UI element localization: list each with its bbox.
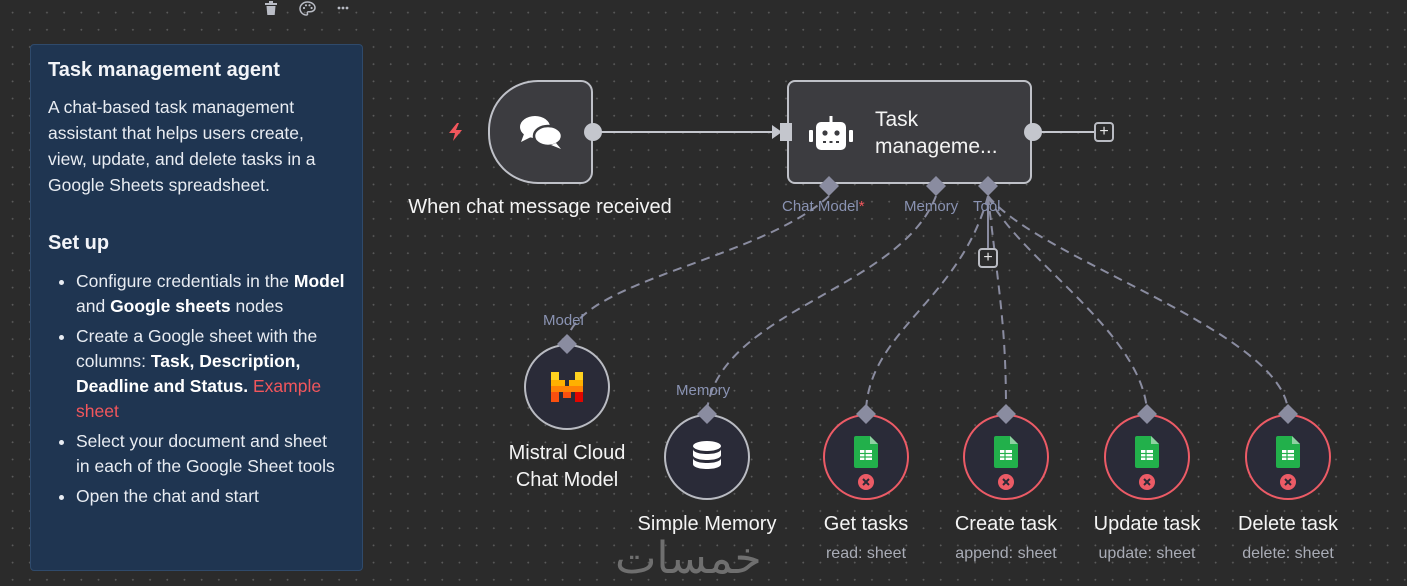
error-icon	[858, 474, 874, 490]
edge-delete-task-to-tool	[987, 195, 1289, 411]
error-icon	[1139, 474, 1155, 490]
google-sheets-icon	[1135, 436, 1159, 468]
add-next-node-button[interactable]: +	[1094, 122, 1114, 142]
trash-icon	[265, 1, 277, 15]
edge-create-task-to-tool	[987, 195, 1007, 411]
google-sheets-icon	[854, 436, 878, 468]
update-task-port[interactable]	[1137, 404, 1157, 424]
sticky-note[interactable]: Task management agent A chat-based task …	[30, 44, 363, 571]
agent-title: Task manageme...	[875, 108, 998, 158]
trigger-label: When chat message received	[408, 196, 672, 218]
chat-bubbles-icon	[519, 116, 563, 149]
setup-heading: Set up	[48, 232, 110, 254]
mistral-logo-icon	[551, 372, 583, 402]
more-button[interactable]	[334, 0, 352, 16]
chat-trigger-node[interactable]	[488, 80, 593, 184]
tool-port[interactable]	[978, 176, 998, 196]
tool-port-label: Tool	[973, 198, 1001, 215]
change-color-button[interactable]	[298, 0, 316, 16]
required-marker: *	[858, 198, 865, 215]
edge-memory-to-agent	[706, 195, 937, 411]
chat-model-port-label: Chat Model*	[782, 198, 865, 215]
create-task-subtitle: append: sheet	[955, 545, 1057, 562]
get-tasks-node[interactable]	[823, 414, 909, 500]
get-tasks-subtitle: read: sheet	[825, 545, 907, 562]
edge-model-to-agent	[566, 195, 830, 341]
create-task-port[interactable]	[996, 404, 1016, 424]
error-icon	[998, 474, 1014, 490]
memory-node-port[interactable]	[697, 404, 717, 424]
agent-node[interactable]: Task manageme...	[787, 80, 1032, 184]
get-tasks-label: Get tasks	[823, 513, 909, 535]
database-icon	[693, 441, 721, 469]
model-port-label: Model	[543, 312, 584, 329]
robot-icon	[809, 116, 853, 150]
sticky-toolbar	[262, 0, 352, 16]
delete-task-label: Delete task	[1237, 513, 1339, 535]
agent-output-port[interactable]	[1023, 122, 1043, 142]
lightning-icon	[449, 123, 462, 141]
setup-step: Open the chat and start	[76, 484, 345, 509]
add-tool-button[interactable]: +	[978, 248, 998, 268]
palette-icon	[298, 0, 316, 16]
get-tasks-port[interactable]	[856, 404, 876, 424]
edge-get-tasks-to-tool	[865, 195, 989, 411]
google-sheets-icon	[994, 436, 1018, 468]
delete-task-node[interactable]	[1245, 414, 1331, 500]
setup-step: Select your document and sheet in each o…	[76, 429, 345, 479]
trigger-output-port[interactable]	[583, 122, 603, 142]
simple-memory-node[interactable]	[664, 414, 750, 500]
setup-steps-list: Configure credentials in the Model and G…	[48, 269, 345, 509]
create-task-node[interactable]	[963, 414, 1049, 500]
watermark: خمسات	[615, 533, 762, 584]
example-sheet-link[interactable]: Example sheet	[76, 376, 322, 421]
model-port[interactable]	[557, 334, 577, 354]
google-sheets-icon	[1276, 436, 1300, 468]
agent-input-port[interactable]	[780, 123, 792, 141]
delete-task-subtitle: delete: sheet	[1242, 545, 1334, 562]
edge-update-task-to-tool	[987, 195, 1148, 411]
edge-arrowhead	[772, 125, 782, 139]
delete-button[interactable]	[262, 0, 280, 16]
create-task-label: Create task	[954, 513, 1058, 535]
memory-node-port-label: Memory	[676, 382, 731, 399]
simple-memory-label: Simple Memory	[637, 513, 777, 535]
sticky-description: A chat-based task management assistant t…	[48, 97, 316, 195]
setup-step: Create a Google sheet with the columns: …	[76, 324, 345, 424]
memory-port[interactable]	[926, 176, 946, 196]
update-task-subtitle: update: sheet	[1098, 545, 1196, 562]
delete-task-port[interactable]	[1278, 404, 1298, 424]
memory-port-label: Memory	[904, 198, 959, 215]
setup-step: Configure credentials in the Model and G…	[76, 269, 345, 319]
update-task-label: Update task	[1093, 513, 1201, 535]
mistral-model-label: Mistral Cloud Chat Model	[508, 442, 626, 491]
more-icon	[337, 6, 349, 10]
mistral-model-node[interactable]	[524, 344, 610, 430]
error-icon	[1280, 474, 1296, 490]
update-task-node[interactable]	[1104, 414, 1190, 500]
chat-model-port[interactable]	[819, 176, 839, 196]
sticky-title: Task management agent	[48, 59, 280, 81]
